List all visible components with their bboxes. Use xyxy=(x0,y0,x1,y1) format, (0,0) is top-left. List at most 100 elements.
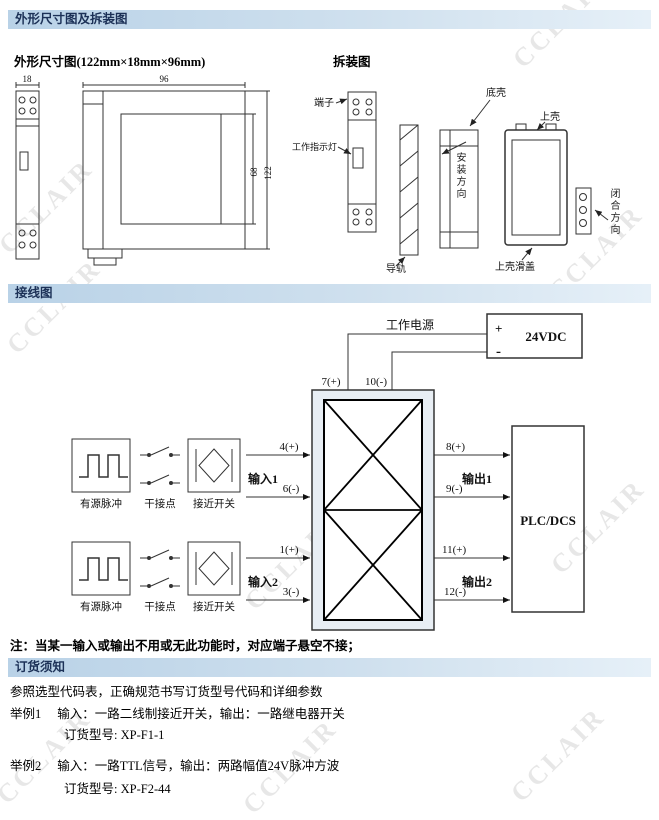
power-minus: - xyxy=(496,344,501,360)
proximity-diamond xyxy=(198,551,230,586)
disassembly-title: 拆装图 xyxy=(333,55,371,69)
terminal-screw xyxy=(18,229,26,237)
power-plus: + xyxy=(495,321,502,336)
terminal-screw xyxy=(365,218,373,226)
terminal-screw xyxy=(365,108,373,116)
bottom-shell-label: 底壳 xyxy=(486,86,506,99)
section-header-dimensions: 外形尺寸图及拆装图 xyxy=(8,10,651,29)
power-value: 24VDC xyxy=(525,329,566,344)
bottom-shell-outline xyxy=(439,129,479,249)
rail-hatch xyxy=(399,202,419,219)
side-view: 96 68 122 xyxy=(82,74,273,266)
proximity-label: 接近开关 xyxy=(193,497,235,510)
side-face xyxy=(120,113,222,225)
top-shell-face xyxy=(511,139,561,236)
terminal-12-label: 12(-) xyxy=(444,586,466,598)
power-wire-minus xyxy=(391,351,487,390)
contact-dot xyxy=(147,556,151,560)
terminal-3-label: 3(-) xyxy=(283,586,300,598)
example1-text: 输入：一路二线制接近开关，输出：一路继电器开关 xyxy=(57,707,345,721)
ordering-example2-model: 订货型号: XP-F2-44 xyxy=(64,782,171,796)
contact-dot xyxy=(147,584,151,588)
rail-hatch xyxy=(399,176,419,193)
terminal-screw xyxy=(29,96,37,104)
bottom-shell xyxy=(439,129,479,249)
close-direction-arrow xyxy=(594,209,609,221)
input1-label: 输入1 xyxy=(248,471,278,486)
din-clip xyxy=(87,248,123,259)
terminal-screw xyxy=(29,107,37,115)
module-outline xyxy=(15,90,40,260)
ordering-intro: 参照选型代码表，正确规范书写订货型号代码和详细参数 xyxy=(10,685,323,699)
rail-outline xyxy=(399,124,419,256)
pulse-source-box xyxy=(71,541,131,596)
contact-blade xyxy=(150,577,170,587)
terminal-screw xyxy=(365,208,373,216)
contact-dot xyxy=(147,481,151,485)
terminal-7-label: 7(+) xyxy=(321,376,340,388)
dim-68-label: 68 xyxy=(249,167,259,177)
rail-label: 导轨 xyxy=(386,262,406,275)
terminal-8-label: 8(+) xyxy=(446,441,465,453)
connector-screw xyxy=(579,193,587,201)
top-shell-outline xyxy=(504,129,568,246)
proximity-box xyxy=(187,541,241,596)
connector-outline xyxy=(575,187,592,235)
terminal-screw xyxy=(352,108,360,116)
dry-contact-label: 干接点 xyxy=(144,600,176,613)
terminal-screw xyxy=(352,218,360,226)
terminal-screw xyxy=(352,208,360,216)
terminal-screw xyxy=(18,96,26,104)
contact-dot xyxy=(147,453,151,457)
small-module xyxy=(347,91,377,233)
terminal-leader xyxy=(335,98,348,105)
plc-box xyxy=(511,425,585,613)
indicator-window xyxy=(352,147,364,169)
terminal-screw xyxy=(352,98,360,106)
isolator-diagonal xyxy=(323,399,423,511)
terminal-10-label: 10(-) xyxy=(365,376,387,388)
indicator-leader xyxy=(337,146,352,155)
pulse-waveform xyxy=(79,454,128,478)
output2-label: 输出2 xyxy=(462,574,492,589)
top-shell-tab xyxy=(515,123,527,131)
contact-dot xyxy=(169,584,173,588)
top-shell-leader xyxy=(536,121,546,131)
indicator-label: 工作指示灯 xyxy=(292,141,337,152)
terminal-4-label: 4(+) xyxy=(279,441,298,453)
dry-contact-label: 干接点 xyxy=(144,497,176,510)
ordering-example1-model: 订货型号: XP-F1-1 xyxy=(64,728,165,742)
disassembly-drawing: 端子 工作指示灯 xyxy=(292,86,609,275)
input2-label: 输入2 xyxy=(248,574,278,589)
section-header-ordering: 订货须知 xyxy=(8,658,651,677)
outline-title-row: 外形尺寸图(122mm×18mm×96mm) xyxy=(14,51,205,70)
pulse-source-box xyxy=(71,438,131,493)
connector-screw xyxy=(579,219,587,227)
top-shell-tab xyxy=(545,123,557,131)
terminal-label: 端子 xyxy=(314,96,334,109)
proximity-diamond xyxy=(198,448,230,483)
terminal-6-label: 6(-) xyxy=(283,483,300,495)
rail-hatch xyxy=(399,150,419,167)
bottom-shell-leader xyxy=(469,99,491,127)
output1-label: 输出1 xyxy=(462,471,492,486)
wiring-note: 注：当某一输入或输出不用或无此功能时，对应端子悬空不接； xyxy=(10,639,361,653)
install-direction-label: 安装方向 xyxy=(454,152,465,200)
dim-96-label: 96 xyxy=(160,74,170,84)
proximity-label: 接近开关 xyxy=(193,600,235,613)
terminal-1-label: 1(+) xyxy=(279,544,298,556)
contact-blade xyxy=(150,446,170,456)
input1-devices: 有源脉冲 干接点 接近开关 xyxy=(71,438,241,510)
outline-size: (122mm×18mm×96mm) xyxy=(76,55,206,69)
side-connector xyxy=(575,187,592,235)
contact-dot xyxy=(169,453,173,457)
top-shell xyxy=(504,123,568,246)
rail-hatch xyxy=(399,228,419,245)
isolator-diagonal xyxy=(323,509,423,621)
terminal-screw xyxy=(365,98,373,106)
din-rail xyxy=(399,124,419,256)
